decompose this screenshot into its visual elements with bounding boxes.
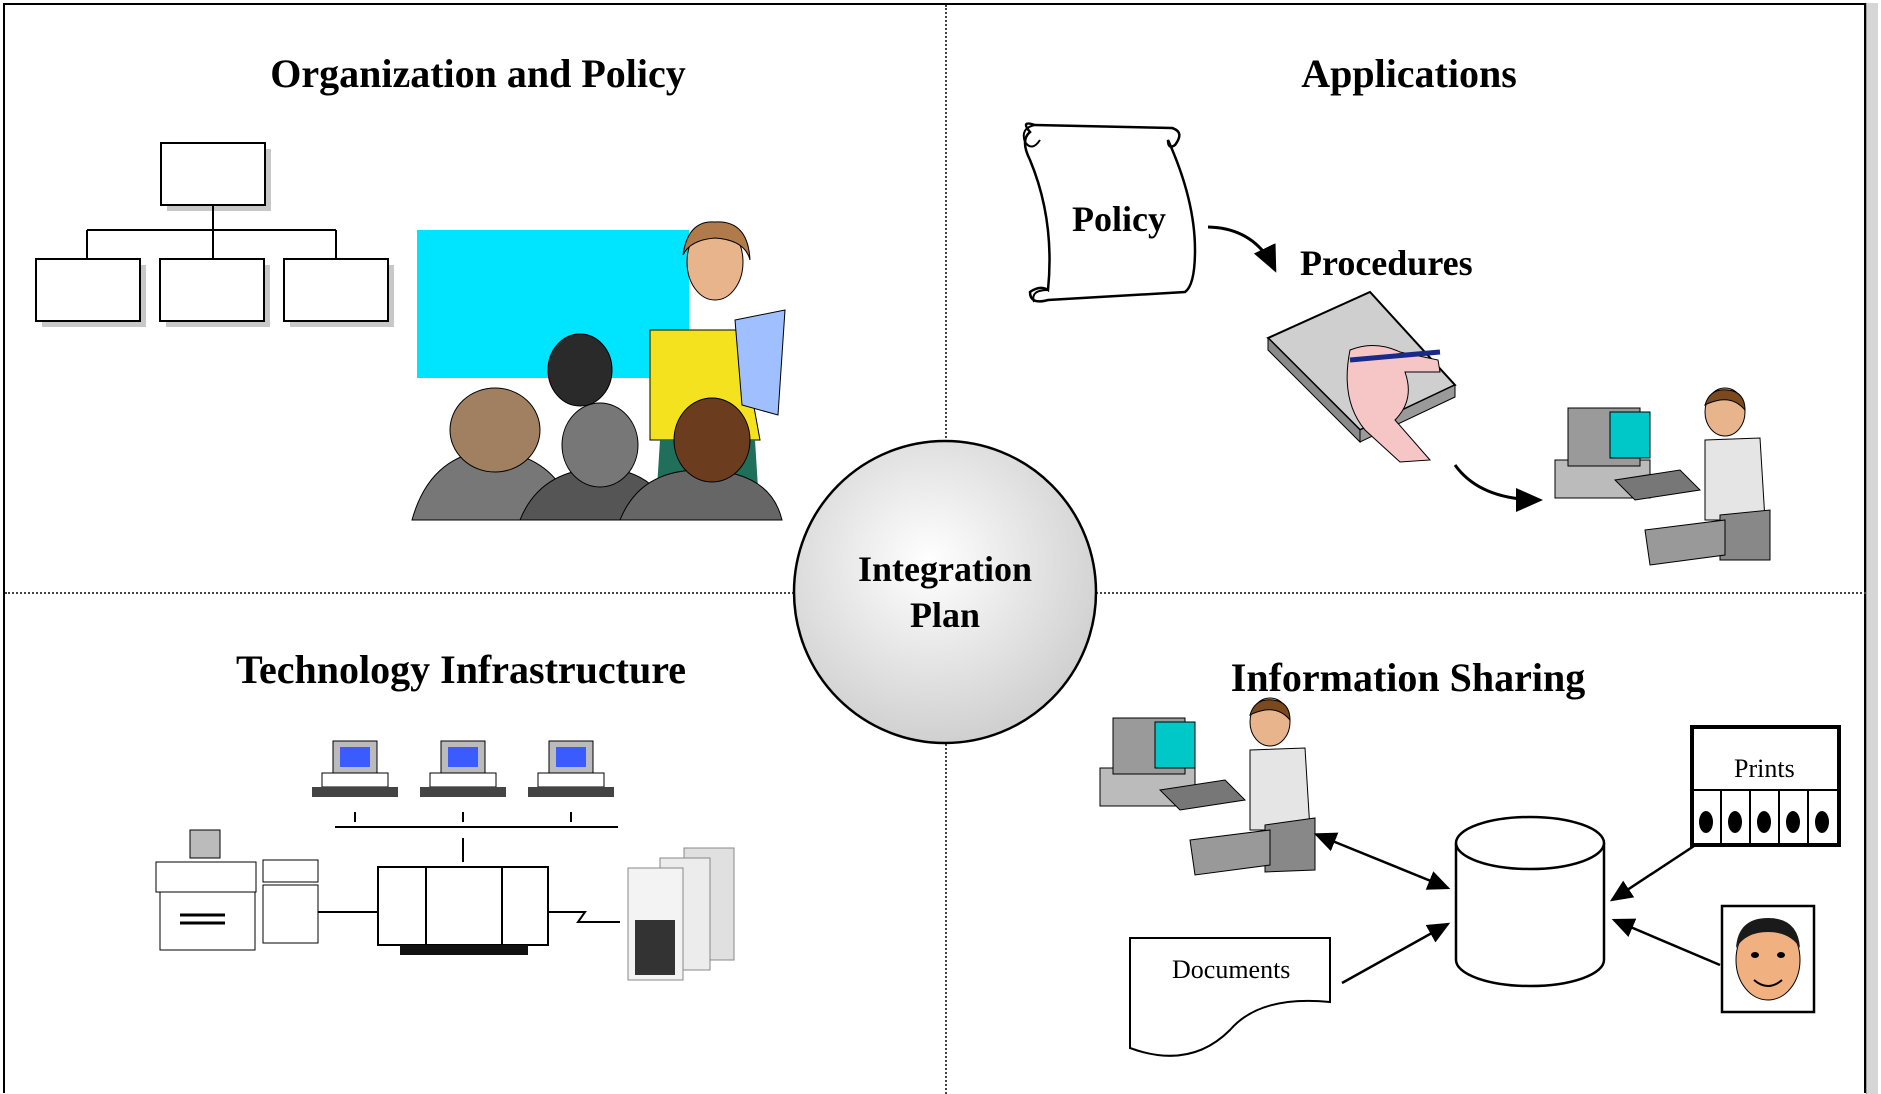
quadrant-title-organization-policy: Organization and Policy xyxy=(270,51,686,96)
quadrant-title-technology-infrastructure: Technology Infrastructure xyxy=(236,647,686,692)
network-diagram-icon xyxy=(155,740,735,981)
prints-card-icon xyxy=(1690,725,1841,847)
integration-plan-circle xyxy=(792,439,1098,745)
integration-plan-label: Integration Plan xyxy=(825,546,1065,638)
integration-plan-line2: Plan xyxy=(909,595,980,635)
outer-frame xyxy=(3,3,1866,1093)
prints-label: Prints xyxy=(1734,754,1795,783)
data-flow-arrows xyxy=(1313,832,1721,985)
documents-page-icon xyxy=(1129,937,1331,1057)
presentation-meeting-icon xyxy=(411,221,786,521)
person-at-computer-icon xyxy=(1554,387,1771,566)
quadrant-title-information-sharing: Information Sharing xyxy=(1230,655,1586,700)
quadrant-title-applications: Applications xyxy=(1301,51,1517,96)
database-cylinder-icon xyxy=(1454,815,1606,988)
writing-hand-notebook-icon xyxy=(1266,290,1543,512)
procedures-label: Procedures xyxy=(1300,243,1473,283)
right-edge-bar xyxy=(1866,3,1878,1094)
sharing-computer-user-icon xyxy=(1099,697,1316,876)
integration-plan-line1: Integration xyxy=(858,549,1032,589)
policy-label: Policy xyxy=(1072,199,1166,239)
policy-scroll-icon xyxy=(1022,122,1277,303)
org-chart-icon xyxy=(35,142,394,327)
documents-label: Documents xyxy=(1172,955,1291,984)
face-photo-icon xyxy=(1720,904,1816,1014)
